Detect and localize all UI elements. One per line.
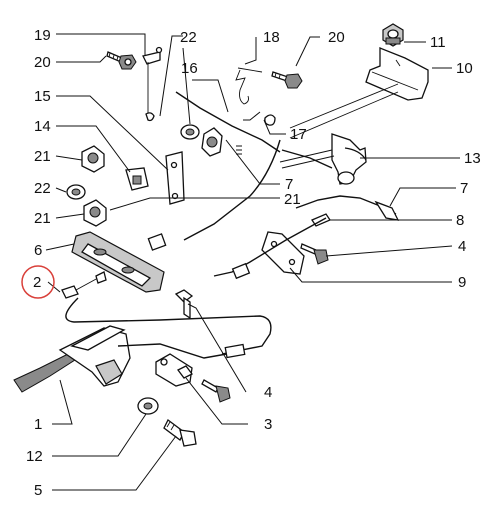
highlight-circle	[21, 265, 55, 299]
leader-lines	[45, 33, 460, 491]
label-18: 18	[263, 29, 280, 46]
label-6: 6	[34, 242, 42, 259]
label-9: 9	[458, 274, 466, 291]
part-18-spring-clip	[235, 67, 263, 105]
label-12: 12	[26, 448, 43, 465]
part-19-clip	[142, 46, 163, 122]
part-3-mount	[155, 353, 193, 387]
label-22-top: 22	[180, 29, 197, 46]
part-12-washer	[137, 397, 159, 415]
part-2-adjuster	[61, 271, 107, 299]
label-13: 13	[464, 150, 481, 167]
part-22-washer-top	[180, 124, 200, 140]
part-21-nut-left-top	[81, 145, 105, 173]
label-22-left: 22	[34, 180, 51, 197]
label-14: 14	[34, 118, 51, 135]
label-20-left: 20	[34, 54, 51, 71]
part-17-clip	[264, 114, 276, 126]
part-10-bracket	[365, 47, 429, 101]
label-1: 1	[34, 416, 42, 433]
label-4-right: 4	[458, 238, 466, 255]
label-19: 19	[34, 27, 51, 44]
label-20-right: 20	[328, 29, 345, 46]
label-5: 5	[34, 482, 42, 499]
label-21-left-bottom: 21	[34, 210, 51, 227]
part-4-bolt-bottom	[174, 289, 194, 320]
part-20-bolt-right	[271, 71, 303, 89]
label-21-middle: 21	[284, 191, 301, 208]
part-13-clamp	[331, 133, 367, 185]
label-16: 16	[181, 60, 198, 77]
label-10: 10	[456, 60, 473, 77]
label-21-left-top: 21	[34, 148, 51, 165]
part-4-bolt-near-3	[201, 379, 231, 403]
label-7-upper: 7	[285, 176, 293, 193]
part-6-plate	[71, 231, 165, 293]
label-3: 3	[264, 416, 272, 433]
label-11: 11	[430, 34, 446, 51]
label-7-right: 7	[460, 180, 468, 197]
part-11-nut	[382, 23, 404, 47]
part-9-bracket	[261, 231, 305, 275]
part-20-bolt-left	[106, 51, 137, 70]
part-14-clip	[125, 167, 149, 191]
label-4-bottom: 4	[264, 384, 272, 401]
part-4-bolt-right	[300, 243, 329, 265]
brake-cables	[65, 83, 400, 359]
part-22-washer-left	[66, 184, 86, 200]
part-21-nut-left-bottom	[83, 199, 107, 227]
part-labels: 19 22 18 20 11 20 16 10 15 17 14 13 21 7…	[26, 27, 481, 499]
label-8: 8	[456, 212, 464, 229]
label-17: 17	[290, 126, 307, 143]
part-15-bracket	[165, 151, 185, 205]
part-5-bolt	[163, 419, 197, 447]
part-21-nut-top	[201, 127, 223, 157]
part-1-handbrake-lever	[13, 325, 131, 393]
label-15: 15	[34, 88, 51, 105]
label-2: 2	[33, 274, 41, 291]
